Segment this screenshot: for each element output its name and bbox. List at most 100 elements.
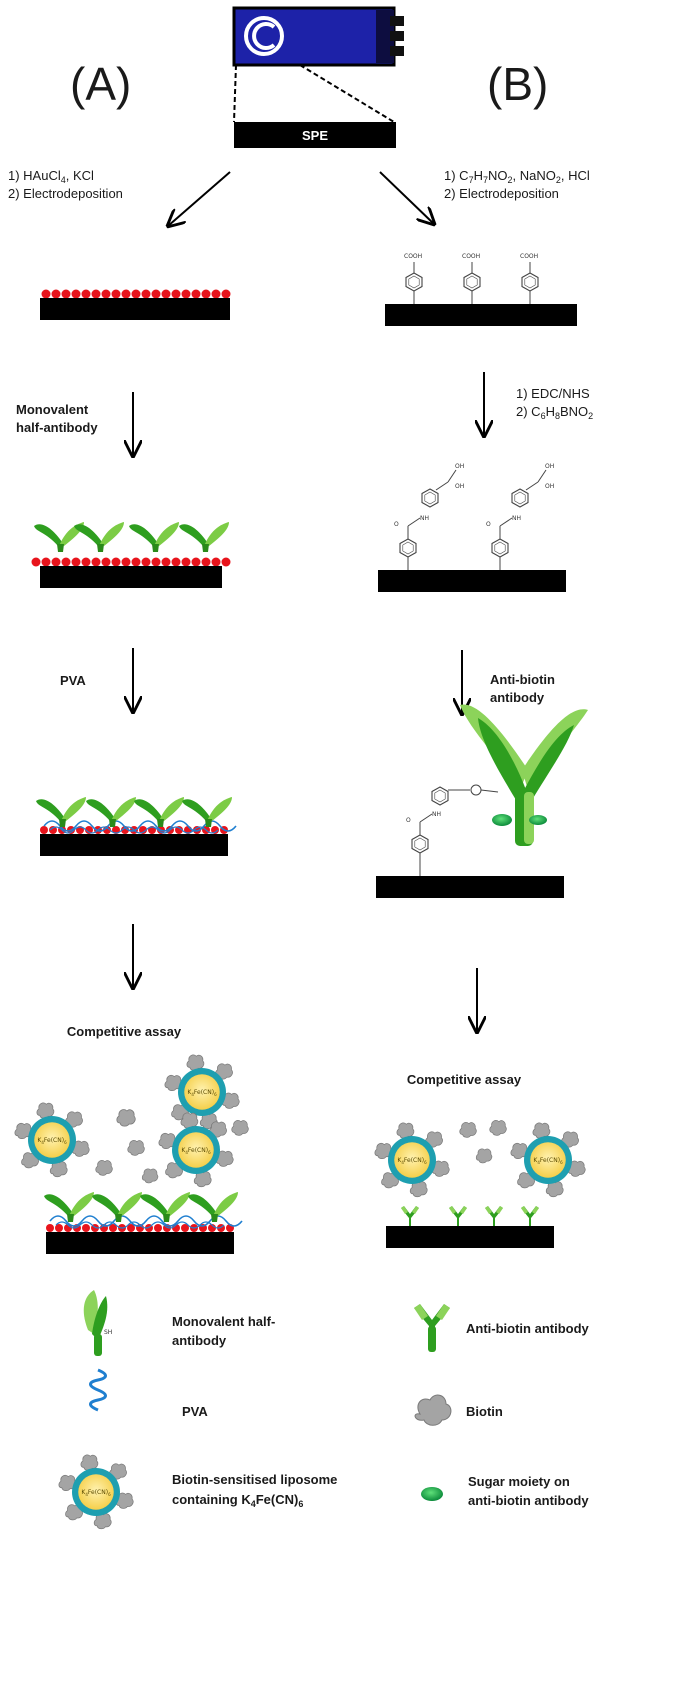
gold-nanoparticle: [131, 289, 141, 299]
liposome-icon: K4Fe(CN)6: [14, 1102, 90, 1178]
step-a2-line2: half-antibody: [16, 420, 98, 435]
panel-b-label: (B): [487, 58, 548, 110]
liposome-icon: K4Fe(CN)6: [164, 1054, 240, 1130]
b-stage3-antibody-bound-electrode: O NH: [376, 704, 588, 898]
biotin-icon: [80, 1454, 99, 1471]
half-antibody-icon: [188, 1192, 238, 1222]
gold-nanoparticle: [121, 289, 131, 299]
step-b1-line1: 1) C7H7NO2, NaNO2, HCl: [444, 168, 590, 185]
gold-nanoparticle: [111, 557, 121, 567]
gold-nanoparticle: [41, 289, 51, 299]
svg-text:O: O: [394, 521, 399, 528]
gold-nanoparticle: [151, 557, 161, 567]
gold-nanoparticle: [175, 826, 183, 834]
step-b4-label: Competitive assay: [407, 1072, 522, 1087]
gold-nanoparticle: [201, 557, 211, 567]
gold-nanoparticle: [71, 557, 81, 567]
biotin-icon: [141, 1168, 159, 1184]
legend: SH Monovalent half- antibody Anti-biotin…: [58, 1290, 590, 1530]
svg-text:OH: OH: [545, 483, 554, 490]
liposome-icon: K4Fe(CN)6: [374, 1122, 450, 1198]
liposome-content-label: K4Fe(CN)6: [37, 1137, 67, 1145]
half-antibody-icon: [92, 1192, 142, 1222]
anti-biotin-antibody-icon: [401, 1206, 419, 1226]
gold-nanoparticle: [112, 826, 120, 834]
biotin-icon: [396, 1122, 415, 1139]
svg-text:OH: OH: [545, 463, 554, 470]
electrode-bar: [46, 1232, 234, 1254]
gold-nanoparticle: [171, 289, 181, 299]
anti-biotin-antibody-icon: [485, 1206, 503, 1226]
svg-text:COOH: COOH: [404, 253, 422, 260]
gold-nanoparticle: [109, 1224, 117, 1232]
legend-liposome-line1: Biotin-sensitised liposome: [172, 1472, 337, 1487]
gold-nanoparticle: [76, 826, 84, 834]
gold-nanoparticle: [49, 826, 57, 834]
arrow-spe-to-a: [168, 171, 231, 226]
a-stage1-gold-electrode: [40, 289, 231, 320]
gold-nanoparticle: [46, 1224, 54, 1232]
benzoic-acid-molecule: COOH: [520, 253, 539, 304]
legend-biotin-label: Biotin: [466, 1404, 503, 1419]
gold-nanoparticle: [101, 557, 111, 567]
half-antibody-icon: [129, 522, 179, 552]
liposome-icon: K4Fe(CN)6: [510, 1122, 586, 1198]
anti-biotin-antibody-icon: [521, 1206, 539, 1226]
gold-nanoparticle: [91, 289, 101, 299]
gold-nanoparticle: [221, 289, 231, 299]
gold-nanoparticle: [191, 289, 201, 299]
gold-nanoparticle: [127, 1224, 135, 1232]
liposome-content-label: K4Fe(CN)6: [533, 1157, 563, 1165]
step-b2-line1: 1) EDC/NHS: [516, 386, 590, 401]
biotin-icon: [489, 1120, 507, 1136]
arrow-spe-to-b: [379, 171, 434, 224]
svg-text:OH: OH: [455, 483, 464, 490]
biotin-icon: [231, 1120, 249, 1136]
gold-nanoparticle: [31, 557, 41, 567]
step-b2-line2: 2) C6H8BNO2: [516, 404, 593, 421]
a-stage2-half-antibody-electrode: [31, 522, 231, 588]
legend-anti-biotin-antibody: Anti-biotin antibody: [414, 1304, 590, 1352]
gold-nanoparticle: [211, 557, 221, 567]
gold-nanoparticle: [85, 826, 93, 834]
anti-biotin-antibody-icon: [449, 1206, 467, 1226]
svg-text:COOH: COOH: [520, 253, 538, 260]
gold-nanoparticle: [101, 289, 111, 299]
step-a2-line1: Monovalent: [16, 402, 89, 417]
gold-nanoparticle: [121, 557, 131, 567]
step-b3-line1: Anti-biotin: [490, 672, 555, 687]
legend-anti-biotin-label: Anti-biotin antibody: [466, 1321, 590, 1336]
electrode-bar: [40, 298, 230, 320]
liposome-content-label: K4Fe(CN)6: [187, 1089, 217, 1097]
benzoic-acid-molecule: COOH: [404, 253, 423, 304]
biotin-icon: [127, 1140, 145, 1156]
gold-nanoparticle: [51, 557, 61, 567]
legend-liposome: K4Fe(CN)6 Biotin-sensitised liposome con…: [58, 1454, 337, 1530]
gold-nanoparticle: [131, 557, 141, 567]
gold-nanoparticle: [91, 557, 101, 567]
gold-nanoparticle: [51, 289, 61, 299]
half-antibody-icon: [179, 522, 229, 552]
gold-nanoparticle: [81, 289, 91, 299]
spe-strip: SPE: [232, 6, 404, 148]
liposome-icon: K4Fe(CN)6: [158, 1112, 234, 1188]
gold-nanoparticle: [141, 289, 151, 299]
svg-text:NH: NH: [432, 811, 441, 818]
gold-nanoparticle: [71, 289, 81, 299]
half-antibody-icon: [86, 797, 136, 827]
pva-chains: [43, 820, 237, 832]
step-a1-line1: 1) HAuCl4, KCl: [8, 168, 94, 185]
biotin-icon: [36, 1102, 55, 1119]
gold-nanoparticle: [61, 557, 71, 567]
legend-pva-label: PVA: [182, 1404, 208, 1419]
svg-text:COOH: COOH: [462, 253, 480, 260]
gold-nanoparticle: [103, 826, 111, 834]
gold-nanoparticle: [221, 557, 231, 567]
svg-text:NH: NH: [512, 515, 521, 522]
gold-nanoparticle: [171, 557, 181, 567]
panel-a-label: (A): [70, 58, 131, 110]
electrode-bar: [386, 1226, 554, 1248]
legend-sugar-line1: Sugar moiety on: [468, 1474, 570, 1489]
legend-sugar-line2: anti-biotin antibody: [468, 1493, 589, 1508]
